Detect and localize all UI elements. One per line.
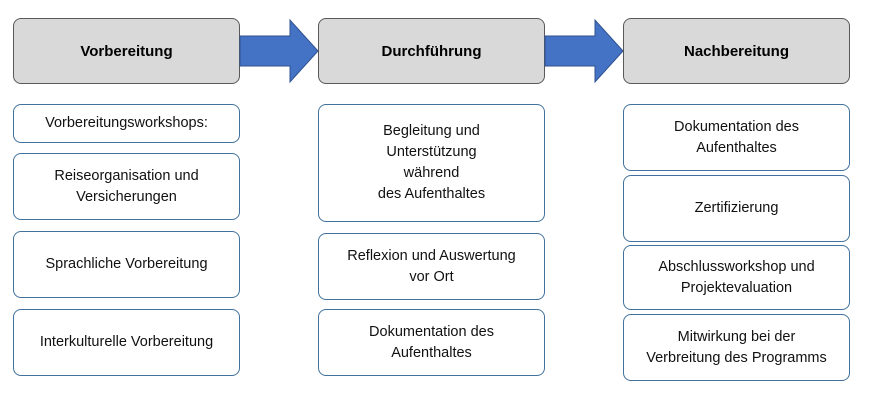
box-vorbereitungsworkshops: Vorbereitungsworkshops:: [13, 104, 240, 143]
box-zertifizierung: Zertifizierung: [623, 175, 850, 242]
box-abschlussworkshop: Abschlussworkshop und Projektevaluation: [623, 245, 850, 310]
box-begleitung: Begleitung und Unterstützung während des…: [318, 104, 545, 222]
header-vorbereitung: Vorbereitung: [13, 18, 240, 84]
box-interkulturelle-vorbereitung: Interkulturelle Vorbereitung: [13, 309, 240, 376]
header-nachbereitung: Nachbereitung: [623, 18, 850, 84]
box-mitwirkung: Mitwirkung bei der Verbreitung des Progr…: [623, 314, 850, 381]
box-sprachliche-vorbereitung: Sprachliche Vorbereitung: [13, 231, 240, 298]
box-dokumentation-durchfuehrung: Dokumentation des Aufenthaltes: [318, 309, 545, 376]
arrow-right-icon: [239, 18, 319, 84]
box-reiseorganisation: Reiseorganisation und Versicherungen: [13, 153, 240, 220]
header-durchfuehrung: Durchführung: [318, 18, 545, 84]
box-reflexion: Reflexion und Auswertung vor Ort: [318, 233, 545, 300]
arrow-right-icon: [544, 18, 624, 84]
box-dokumentation-nachbereitung: Dokumentation des Aufenthaltes: [623, 104, 850, 171]
